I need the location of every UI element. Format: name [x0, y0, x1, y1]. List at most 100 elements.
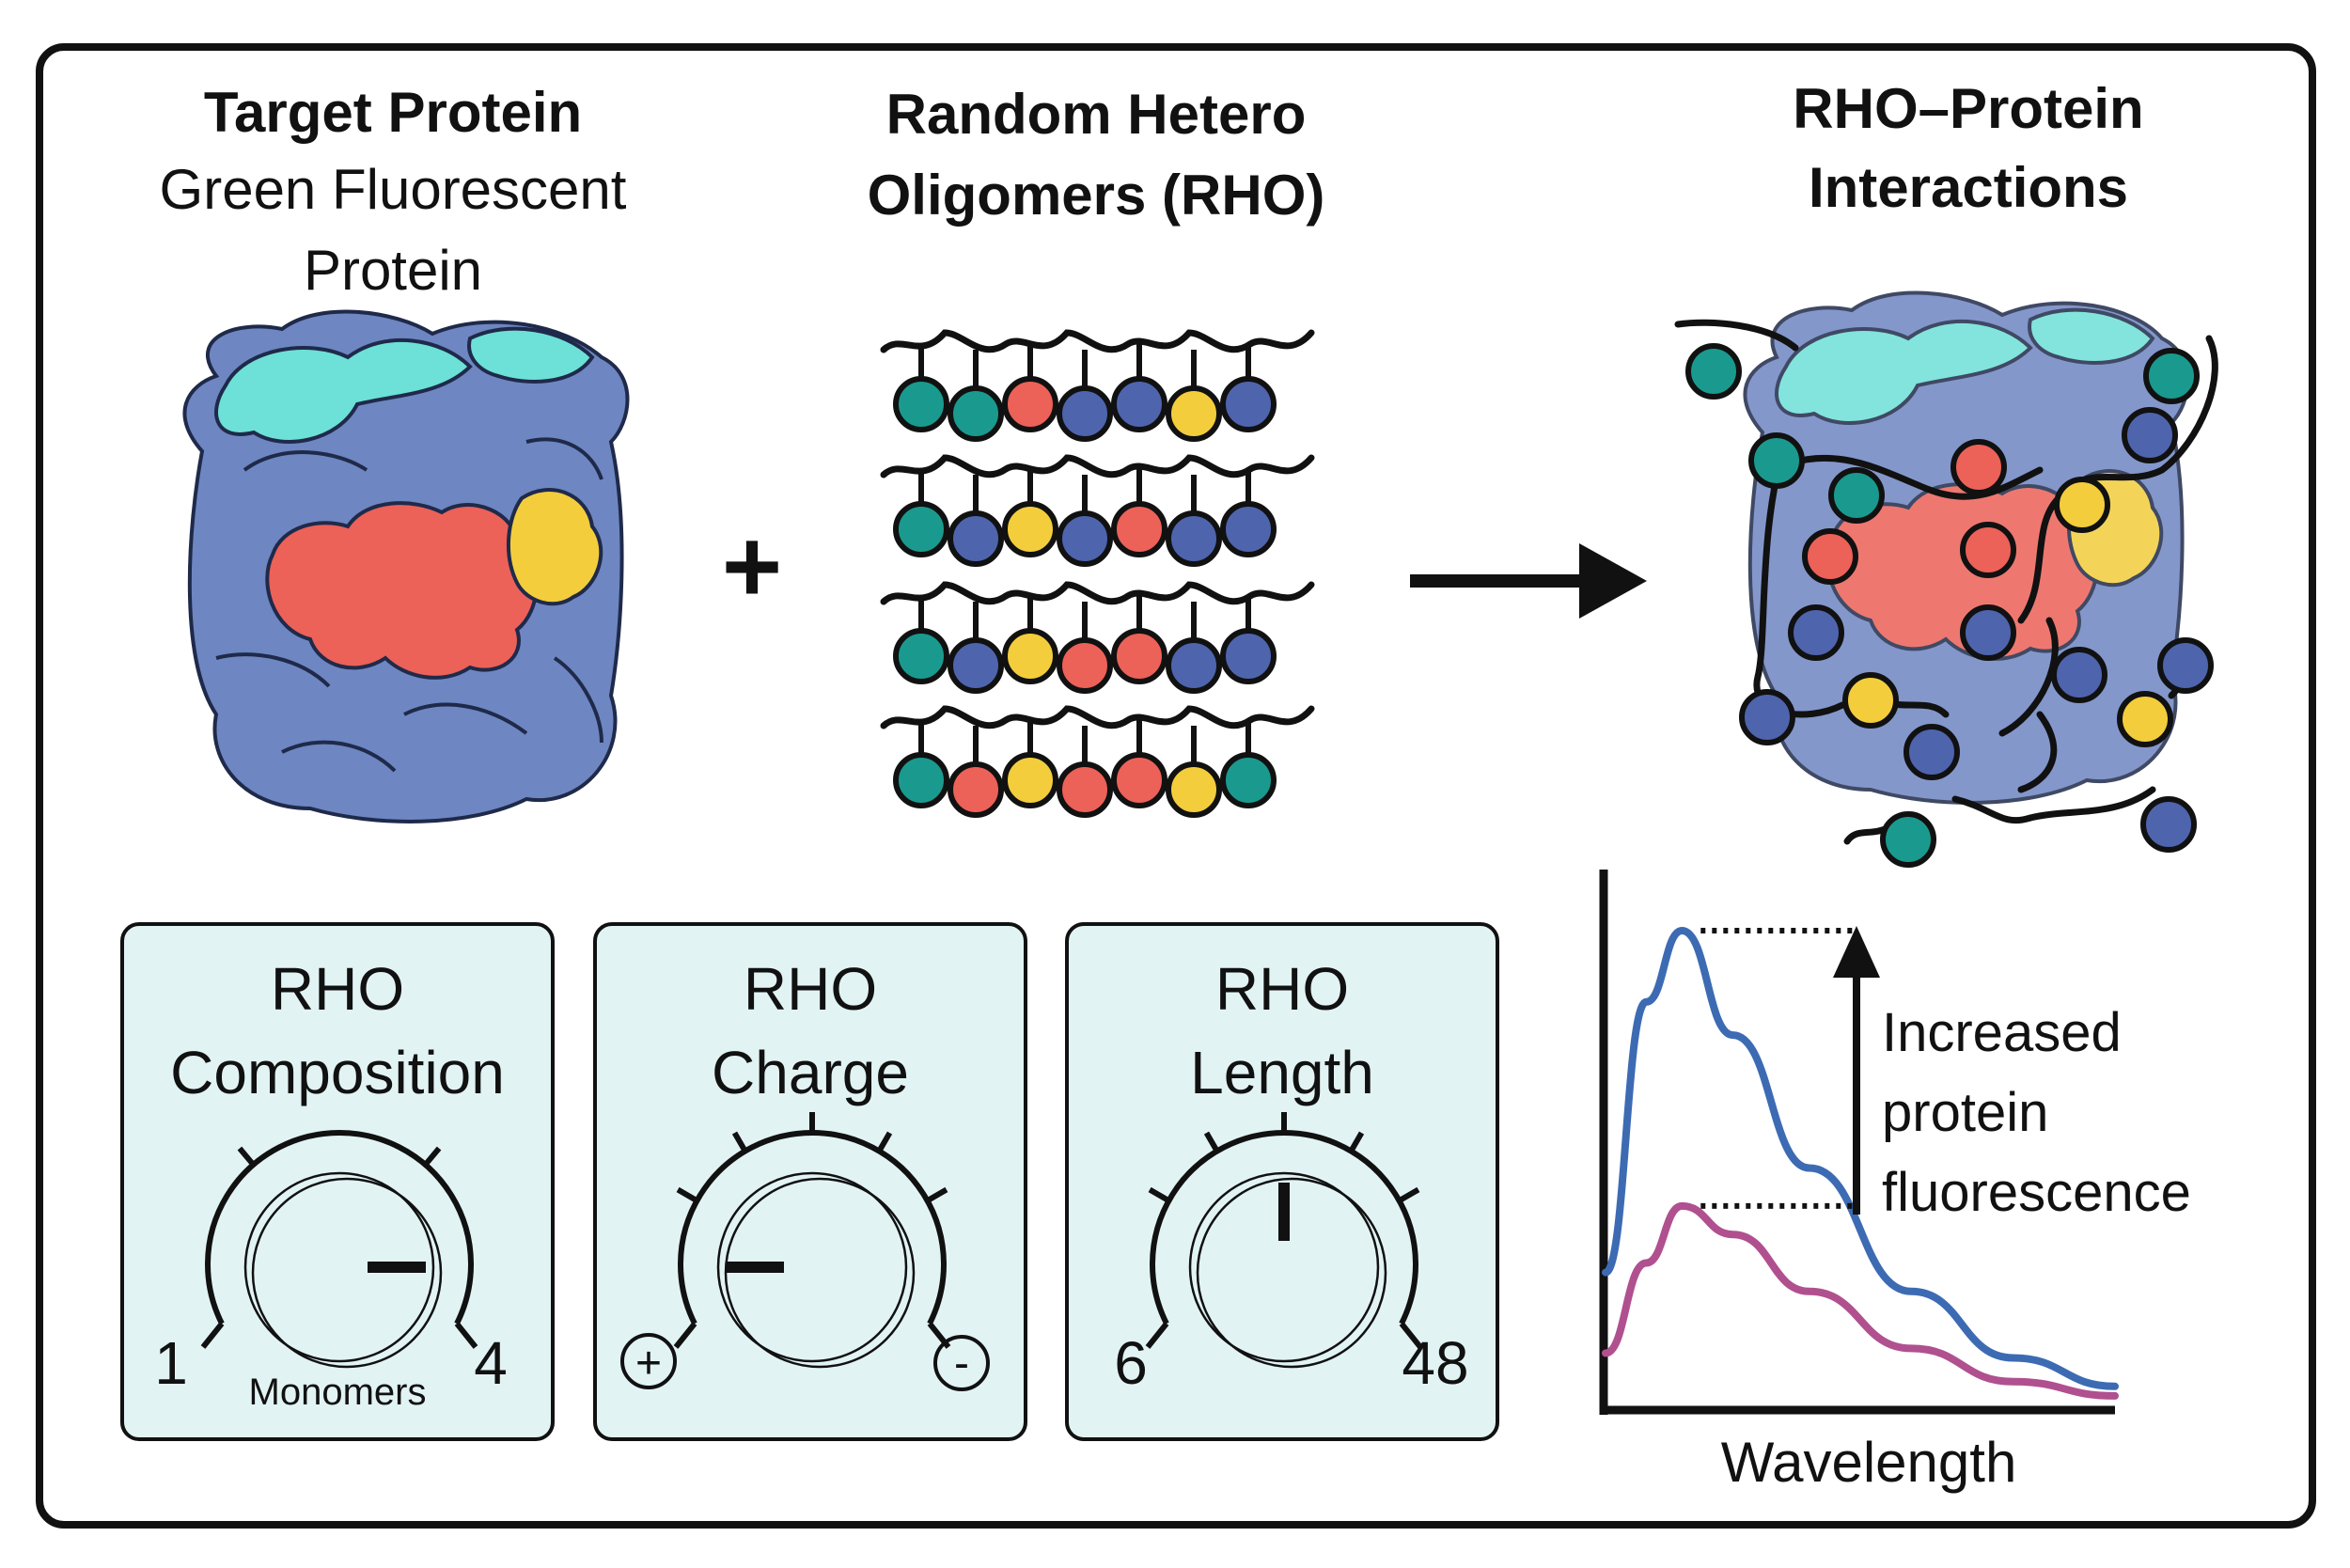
bound-monomer-bead: [1802, 528, 1858, 585]
bound-monomer-bead: [1842, 672, 1899, 729]
dial-tick: [731, 1131, 749, 1155]
monomer-bead: [948, 510, 1004, 567]
target-protein-name-line2: Protein: [304, 239, 482, 302]
monomer-bead: [1111, 752, 1167, 808]
target-protein-header: Target Protein Green Fluorescent Protein: [160, 81, 627, 302]
rho-protein-complex: [1674, 290, 2218, 868]
rho-header: Random Hetero Oligomers (RHO): [868, 83, 1325, 227]
dial-tick: [1347, 1131, 1365, 1155]
knob-title-line2: Length: [1190, 1039, 1374, 1106]
bound-monomer-bead: [1739, 689, 1795, 745]
knob-panel-background: [120, 922, 555, 1441]
bound-monomer-bead: [2140, 796, 2197, 853]
monomer-bead: [1111, 376, 1167, 432]
dial-knob-shadow: [251, 1177, 443, 1369]
gfp-protein-illustration: [182, 309, 630, 823]
monomer-bead: [893, 376, 949, 432]
dial-subtitle: Monomers: [249, 1372, 427, 1413]
monomer-bead: [1166, 510, 1222, 567]
monomer-bead: [1002, 752, 1058, 808]
monomer-bead: [1057, 761, 1113, 818]
dial-min-label: 1: [154, 1329, 188, 1397]
monomer-bead: [948, 637, 1004, 694]
knob-title-line2: Charge: [712, 1039, 909, 1106]
dial-tick: [1203, 1131, 1221, 1155]
monomer-bead: [893, 501, 949, 557]
dial-tick: [875, 1131, 893, 1155]
dial-knob: [716, 1171, 908, 1363]
annotation-line1: Increased: [1882, 1002, 2122, 1063]
interaction-header-line1: RHO–Protein: [1793, 77, 2143, 140]
monomer-bead: [1166, 385, 1222, 442]
bound-monomer-bead: [1950, 439, 2007, 495]
bound-monomer-bead: [1904, 724, 1960, 780]
target-protein-name-line1: Green Fluorescent: [160, 158, 627, 221]
plus-sign: +: [722, 509, 782, 624]
monomer-bead: [948, 385, 1004, 442]
reaction-arrow-head: [1579, 543, 1647, 619]
monomer-bead: [1002, 501, 1058, 557]
interaction-header: RHO–Protein Interactions: [1793, 77, 2143, 219]
knob-title-line1: RHO: [744, 955, 877, 1023]
knob-panel-background: [1065, 922, 1499, 1441]
negative-charge-icon: [933, 1335, 990, 1391]
bound-monomer-bead: [2117, 691, 2173, 747]
bound-monomer-bead: [1788, 604, 1844, 661]
bound-monomer-bead: [1685, 343, 1742, 400]
monomer-bead: [1111, 628, 1167, 684]
dial-tick: [673, 1322, 697, 1349]
monomer-bead: [893, 752, 949, 808]
bound-monomer-bead: [2143, 348, 2200, 404]
dial-tick: [1396, 1186, 1420, 1204]
bound-monomer-bead: [1960, 522, 2016, 578]
monomer-bead: [1057, 385, 1113, 442]
dial-knob: [1188, 1171, 1380, 1363]
bound-monomer-bead: [1880, 811, 1936, 868]
knob-panel-charge: RHO Charge + -: [593, 922, 1027, 1441]
dial-knob: [243, 1171, 435, 1363]
spectrum-curve-high: [1602, 926, 2119, 1390]
rho-chains: [880, 329, 1315, 818]
monomer-bead: [1111, 501, 1167, 557]
knob-title-line2: Composition: [170, 1039, 505, 1106]
dial-max-label: 4: [474, 1329, 508, 1397]
monomer-bead: [1166, 637, 1222, 694]
dial-tick: [1148, 1186, 1172, 1204]
monomer-bead: [1166, 761, 1222, 818]
bound-monomer-bead: [1748, 432, 1805, 489]
fluorescence-chart: Increased protein fluorescence Wavelengt…: [1599, 870, 2191, 1494]
interaction-header-line2: Interactions: [1809, 156, 2128, 219]
target-protein-title: Target Protein: [204, 81, 582, 144]
dial-max-label: -: [954, 1339, 969, 1388]
monomer-bead: [1220, 628, 1277, 684]
monomer-bead: [1220, 376, 1277, 432]
bound-monomer-bead: [1828, 467, 1885, 524]
rho-chain-backbone: [880, 581, 1315, 605]
dial-tick: [924, 1186, 948, 1204]
bound-monomer-bead: [1960, 604, 2016, 661]
monomer-bead: [1220, 501, 1277, 557]
knob-panel-background: [593, 922, 1027, 1441]
rho-header-line2: Oligomers (RHO): [868, 164, 1325, 227]
dial-tick: [200, 1322, 225, 1349]
rho-chain-backbone: [880, 705, 1315, 729]
monomer-bead: [1220, 752, 1277, 808]
monomer-bead: [1057, 510, 1113, 567]
dial-min-label: +: [635, 1339, 662, 1388]
monomer-bead: [948, 761, 1004, 818]
knob-title-line1: RHO: [271, 955, 404, 1023]
dial-min-label: 6: [1114, 1329, 1148, 1397]
spectrum-curve-low: [1602, 1201, 2119, 1400]
positive-charge-icon: [620, 1333, 677, 1389]
increase-arrow-head: [1833, 926, 1880, 978]
monomer-bead: [1002, 628, 1058, 684]
dial-tick: [1399, 1322, 1423, 1349]
dial-tick: [421, 1146, 442, 1168]
monomer-bead: [1002, 376, 1058, 432]
bound-monomer-bead: [2157, 637, 2214, 694]
rho-chain-backbone: [880, 329, 1315, 353]
rho-chain-backbone: [880, 454, 1315, 478]
